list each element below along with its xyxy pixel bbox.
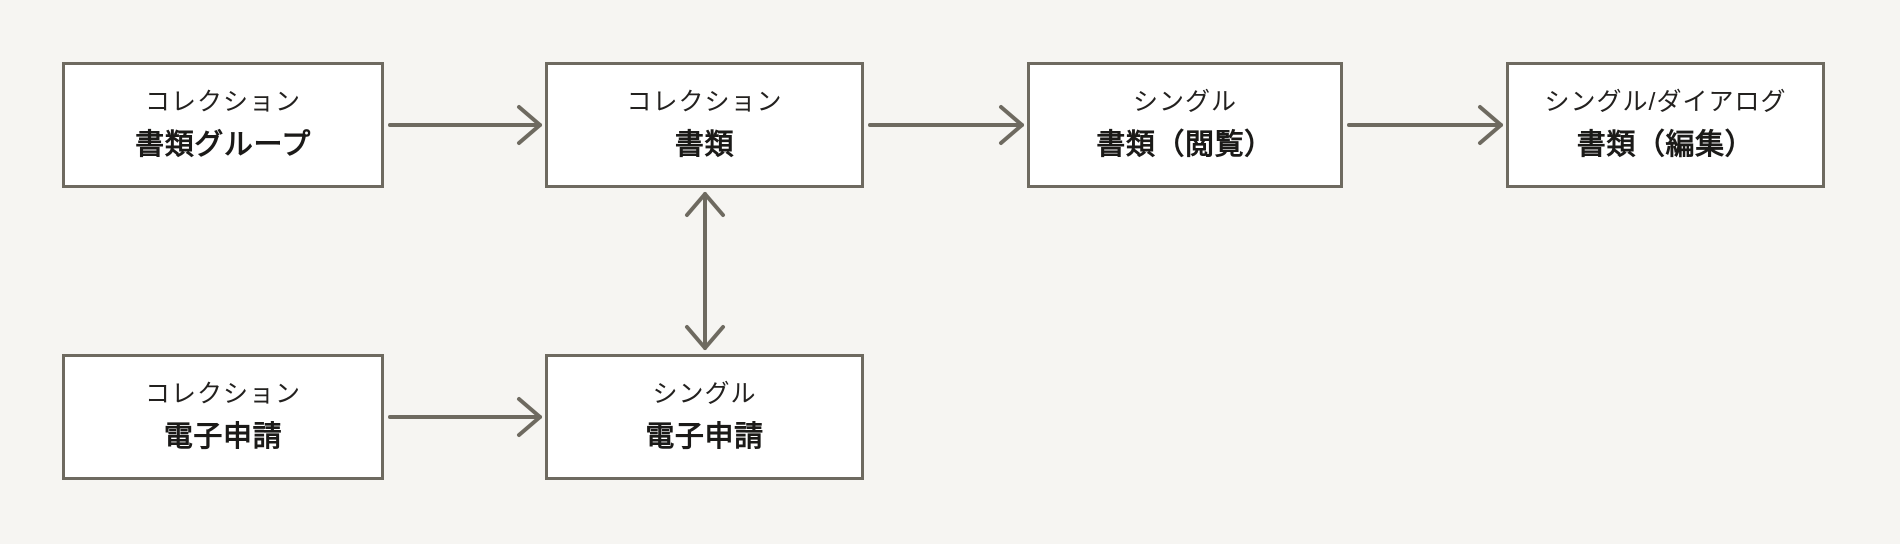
node-name-label: 電子申請 bbox=[645, 421, 764, 453]
arrow-eapp-collection-to-single bbox=[388, 397, 542, 437]
node-kind-label: コレクション bbox=[626, 88, 783, 116]
node-eapplication-single[interactable]: シングル 電子申請 bbox=[545, 354, 864, 480]
node-name-label: 書類グループ bbox=[135, 129, 311, 161]
node-eapplication-collection[interactable]: コレクション 電子申請 bbox=[62, 354, 384, 480]
arrow-group-to-collection bbox=[388, 105, 542, 145]
node-kind-label: シングル bbox=[652, 380, 757, 408]
node-name-label: 書類（閲覧） bbox=[1096, 129, 1274, 161]
arrow-collection-to-view bbox=[868, 105, 1024, 145]
node-document-group[interactable]: コレクション 書類グループ bbox=[62, 62, 384, 188]
node-name-label: 電子申請 bbox=[163, 421, 283, 453]
node-kind-label: シングル bbox=[1132, 88, 1237, 116]
arrow-view-to-edit bbox=[1347, 105, 1503, 145]
node-name-label: 書類 bbox=[674, 129, 735, 161]
node-kind-label: コレクション bbox=[144, 380, 301, 408]
node-document-collection[interactable]: コレクション 書類 bbox=[545, 62, 864, 188]
node-name-label: 書類（編集） bbox=[1576, 129, 1755, 161]
arrow-collection-to-eapp-bidirectional bbox=[685, 192, 725, 350]
node-kind-label: コレクション bbox=[144, 88, 301, 116]
node-kind-label: シングル/ダイアログ bbox=[1544, 88, 1787, 116]
node-document-edit[interactable]: シングル/ダイアログ 書類（編集） bbox=[1506, 62, 1825, 188]
node-document-view[interactable]: シングル 書類（閲覧） bbox=[1027, 62, 1343, 188]
